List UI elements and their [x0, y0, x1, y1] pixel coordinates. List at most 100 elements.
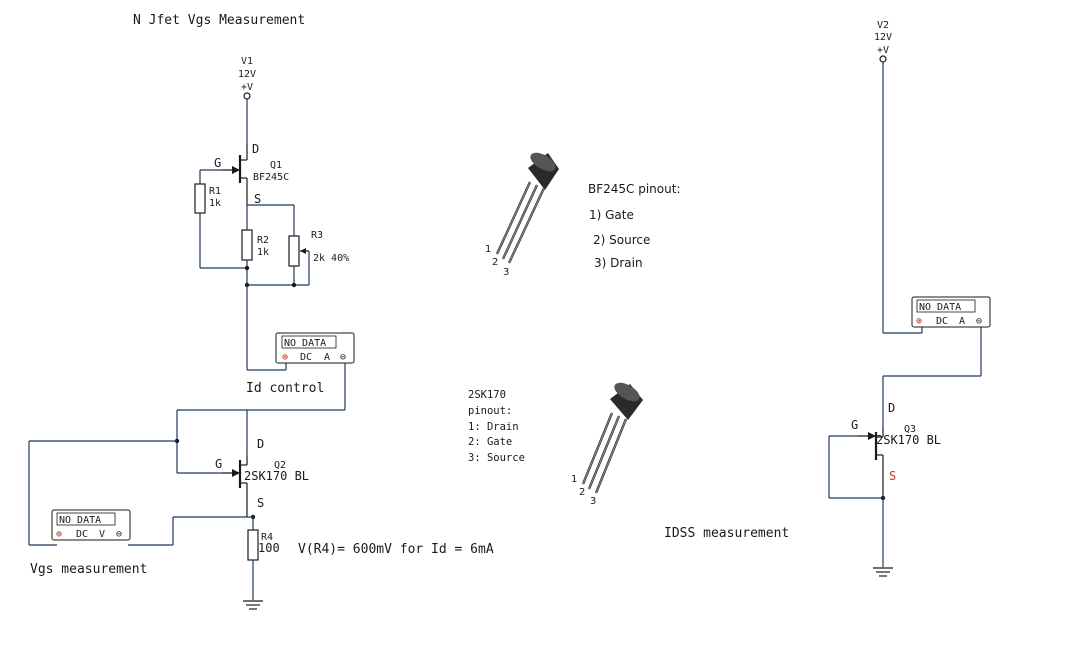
- v1-terminal-circle: [243, 92, 251, 100]
- vgs-meter-mode: DC: [76, 529, 88, 540]
- q1-pin-g: G: [214, 156, 221, 170]
- vgs-meter-display: [56, 512, 116, 526]
- k170-pin-3: 3: Source: [468, 452, 525, 464]
- q3-name: Q3: [904, 424, 916, 435]
- r3-value: 2k 40%: [313, 253, 349, 264]
- id-meter-minus-icon: ⊖: [340, 352, 346, 363]
- q1-pin-s: S: [254, 192, 261, 206]
- idss-meter-plus-icon: ⊕: [916, 316, 922, 327]
- k170-pinout-title: 2SK170: [468, 389, 506, 401]
- ground-q2: [243, 600, 263, 610]
- idss-measurement-label: IDSS measurement: [664, 526, 789, 541]
- vgs-meter-unit: V: [99, 529, 105, 540]
- idss-meter-unit: A: [959, 316, 965, 327]
- id-meter-mode: DC: [300, 352, 312, 363]
- q2-name: Q2: [274, 460, 286, 471]
- id-meter-plus-icon: ⊕: [282, 352, 288, 363]
- r3-wiper-arrow: [300, 248, 306, 254]
- vgs-meter-minus-icon: ⊖: [116, 529, 122, 540]
- vgs-measurement-label: Vgs measurement: [30, 562, 147, 577]
- bf245c-pinout-title: BF245C pinout:: [588, 182, 680, 196]
- v2-terminal-circle: [879, 55, 887, 63]
- bf245c-lead-3-hi: [508, 187, 545, 264]
- idss-meter-display: [916, 299, 976, 313]
- bf245c-pin-1: 1) Gate: [589, 208, 634, 222]
- r2-name: R2: [257, 235, 269, 246]
- bf245c-lead-2-hi: [502, 184, 538, 260]
- bf245c-pin-2: 2) Source: [593, 233, 650, 247]
- q1-gate-arrow: [232, 166, 240, 174]
- ground-q3: [873, 567, 893, 577]
- idss-meter-display-text: NO DATA: [919, 302, 961, 313]
- v1-value: 12V: [238, 69, 256, 80]
- jfet-q1-symbol: [222, 145, 248, 205]
- junction-bus-right: [291, 282, 297, 288]
- bf245c-pkg-pin-2: 2: [492, 257, 498, 268]
- q2-pin-g: G: [215, 457, 222, 471]
- idss-meter-mode: DC: [936, 316, 948, 327]
- supply-v1: V1 12V +V: [238, 56, 256, 100]
- v2-value: 12V: [874, 32, 892, 43]
- r4-value: 100: [258, 541, 280, 555]
- supply-v2: V2 12V +V: [874, 20, 892, 63]
- q2-pin-s: S: [257, 496, 264, 510]
- vgs-meter-display-text: NO DATA: [59, 515, 101, 526]
- k170-to92-package: [581, 382, 643, 494]
- q3-gate-arrow: [868, 432, 876, 440]
- k170-pin-2: 2: Gate: [468, 436, 512, 448]
- v1-terminal: +V: [241, 82, 253, 93]
- bf245c-pkg-pin-1: 1: [485, 244, 491, 255]
- r1-value: 1k: [209, 198, 221, 209]
- r4-name: R4: [261, 532, 273, 543]
- voltmeter-vgs[interactable]: NO DATA ⊕ DC V ⊖: [51, 509, 131, 541]
- k170-top: [614, 382, 640, 402]
- id-meter-display-text: NO DATA: [284, 338, 326, 349]
- q2-pin-d: D: [257, 437, 264, 451]
- v1-name: V1: [241, 56, 253, 67]
- k170-lead-3-hi: [595, 418, 627, 494]
- junction-r2-r1: [244, 265, 250, 271]
- k170-pinout-subtitle: pinout:: [468, 405, 512, 417]
- k170-pin-1: 1: Drain: [468, 421, 519, 433]
- ammeter-idss[interactable]: NO DATA ⊕ DC A ⊖: [911, 296, 991, 328]
- r2-value: 1k: [257, 247, 269, 258]
- q1-pin-d: D: [252, 142, 259, 156]
- bf245c-lead-1-hi: [496, 181, 531, 255]
- page-title: N Jfet Vgs Measurement: [133, 13, 305, 28]
- vgs-meter-plus-icon: ⊕: [56, 529, 62, 540]
- k170-lead-1-hi: [582, 412, 613, 485]
- k170-pkg-pin-1: 1: [571, 474, 577, 485]
- k170-pkg-pin-2: 2: [579, 487, 585, 498]
- q3-pin-d: D: [888, 401, 895, 415]
- v2-name: V2: [877, 20, 889, 31]
- v2-terminal: +V: [877, 45, 889, 56]
- id-meter-unit: A: [324, 352, 330, 363]
- r3-name: R3: [311, 230, 323, 241]
- bf245c-pkg-pin-3: 3: [503, 267, 509, 278]
- q1-part: BF245C: [253, 172, 289, 183]
- bf245c-pin-3: 3) Drain: [594, 256, 643, 270]
- potentiometer-r3: [288, 235, 300, 267]
- bf245c-top: [530, 152, 556, 172]
- idss-meter-minus-icon: ⊖: [976, 316, 982, 327]
- q3-part: 2SK170 BL: [876, 433, 941, 447]
- k170-pkg-pin-3: 3: [590, 496, 596, 507]
- id-meter-display: [281, 335, 337, 349]
- r1-name: R1: [209, 186, 221, 197]
- jfet-q2-symbol: [222, 455, 248, 517]
- q3-pin-g: G: [851, 418, 858, 432]
- resistor-r1: [194, 183, 206, 214]
- q2-part: 2SK170 BL: [244, 469, 309, 483]
- jfet-q3-symbol: [858, 428, 884, 498]
- resistor-r4: [247, 529, 259, 561]
- resistor-r2: [241, 229, 253, 261]
- vr4-note: V(R4)= 600mV for Id = 6mA: [298, 542, 494, 557]
- bf245c-to92-package: [495, 152, 559, 264]
- k170-lead-2-hi: [588, 415, 620, 490]
- id-control-label: Id control: [246, 381, 324, 396]
- q3-pin-s: S: [889, 469, 896, 483]
- q2-gate-arrow: [232, 469, 240, 477]
- q1-name: Q1: [270, 160, 282, 171]
- ammeter-id[interactable]: NO DATA ⊕ DC A ⊖: [275, 332, 355, 364]
